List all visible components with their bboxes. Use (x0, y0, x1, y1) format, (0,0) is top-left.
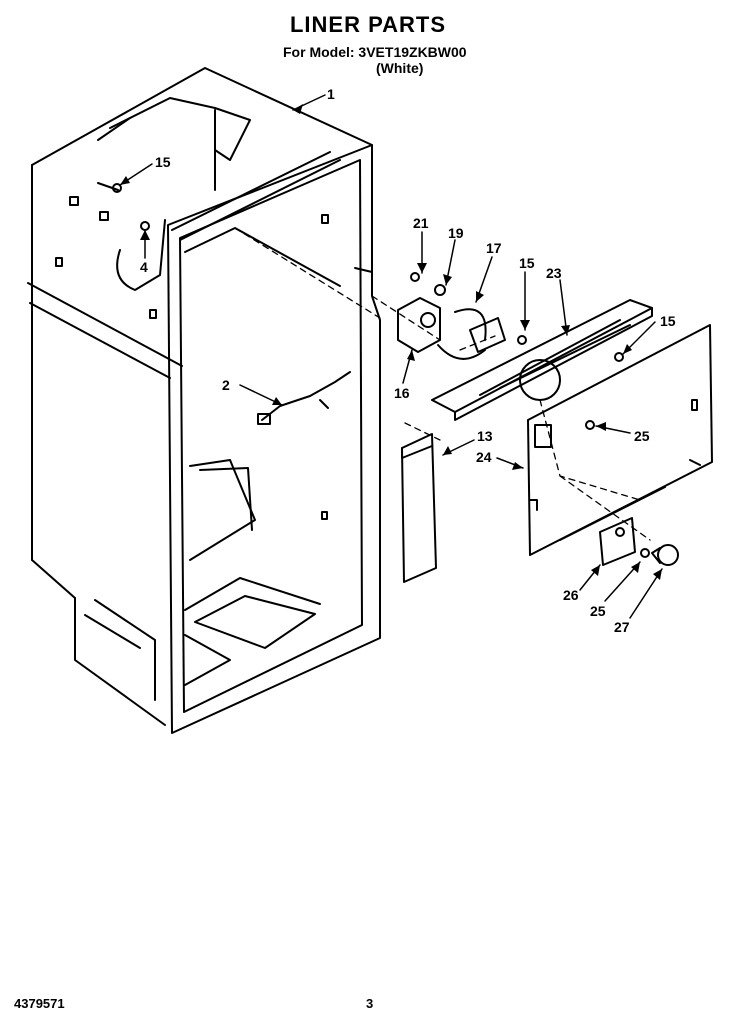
page-number: 3 (366, 996, 374, 1011)
rear-cover-panel (527, 324, 713, 556)
callout-21: 21 (413, 215, 429, 231)
callout-25-b: 25 (590, 603, 606, 619)
color-variant: (White) (376, 60, 424, 76)
diagram-title: LINER PARTS (289, 12, 447, 37)
callout-2: 2 (222, 377, 230, 393)
leader-arrowheads (120, 104, 662, 580)
wire-harness (257, 371, 351, 425)
leader-lines (119, 94, 663, 619)
callout-23: 23 (546, 265, 562, 281)
document-number: 4379571 (14, 996, 65, 1011)
callout-24: 24 (476, 449, 492, 465)
callout-labels: 1 15 4 2 21 19 17 15 23 15 16 13 24 25 2… (140, 86, 676, 635)
callout-19: 19 (448, 225, 464, 241)
alignment-lines (234, 227, 651, 541)
callout-15-b: 15 (519, 255, 535, 271)
callout-27: 27 (614, 619, 630, 635)
callout-4: 4 (140, 259, 148, 275)
callout-17: 17 (486, 240, 502, 256)
air-duct (401, 433, 437, 583)
refrigerator-liner (27, 67, 381, 734)
callout-25-a: 25 (634, 428, 650, 444)
callout-26: 26 (563, 587, 579, 603)
control-knob (651, 544, 679, 566)
fan-assembly (397, 272, 506, 360)
callout-16: 16 (394, 385, 410, 401)
callout-1: 1 (327, 86, 335, 102)
model-number: For Model: 3VET19ZKBW00 (283, 44, 467, 60)
callout-15-a: 15 (155, 154, 171, 170)
callout-15-c: 15 (660, 313, 676, 329)
cover-plate (599, 517, 636, 566)
callout-13: 13 (477, 428, 493, 444)
